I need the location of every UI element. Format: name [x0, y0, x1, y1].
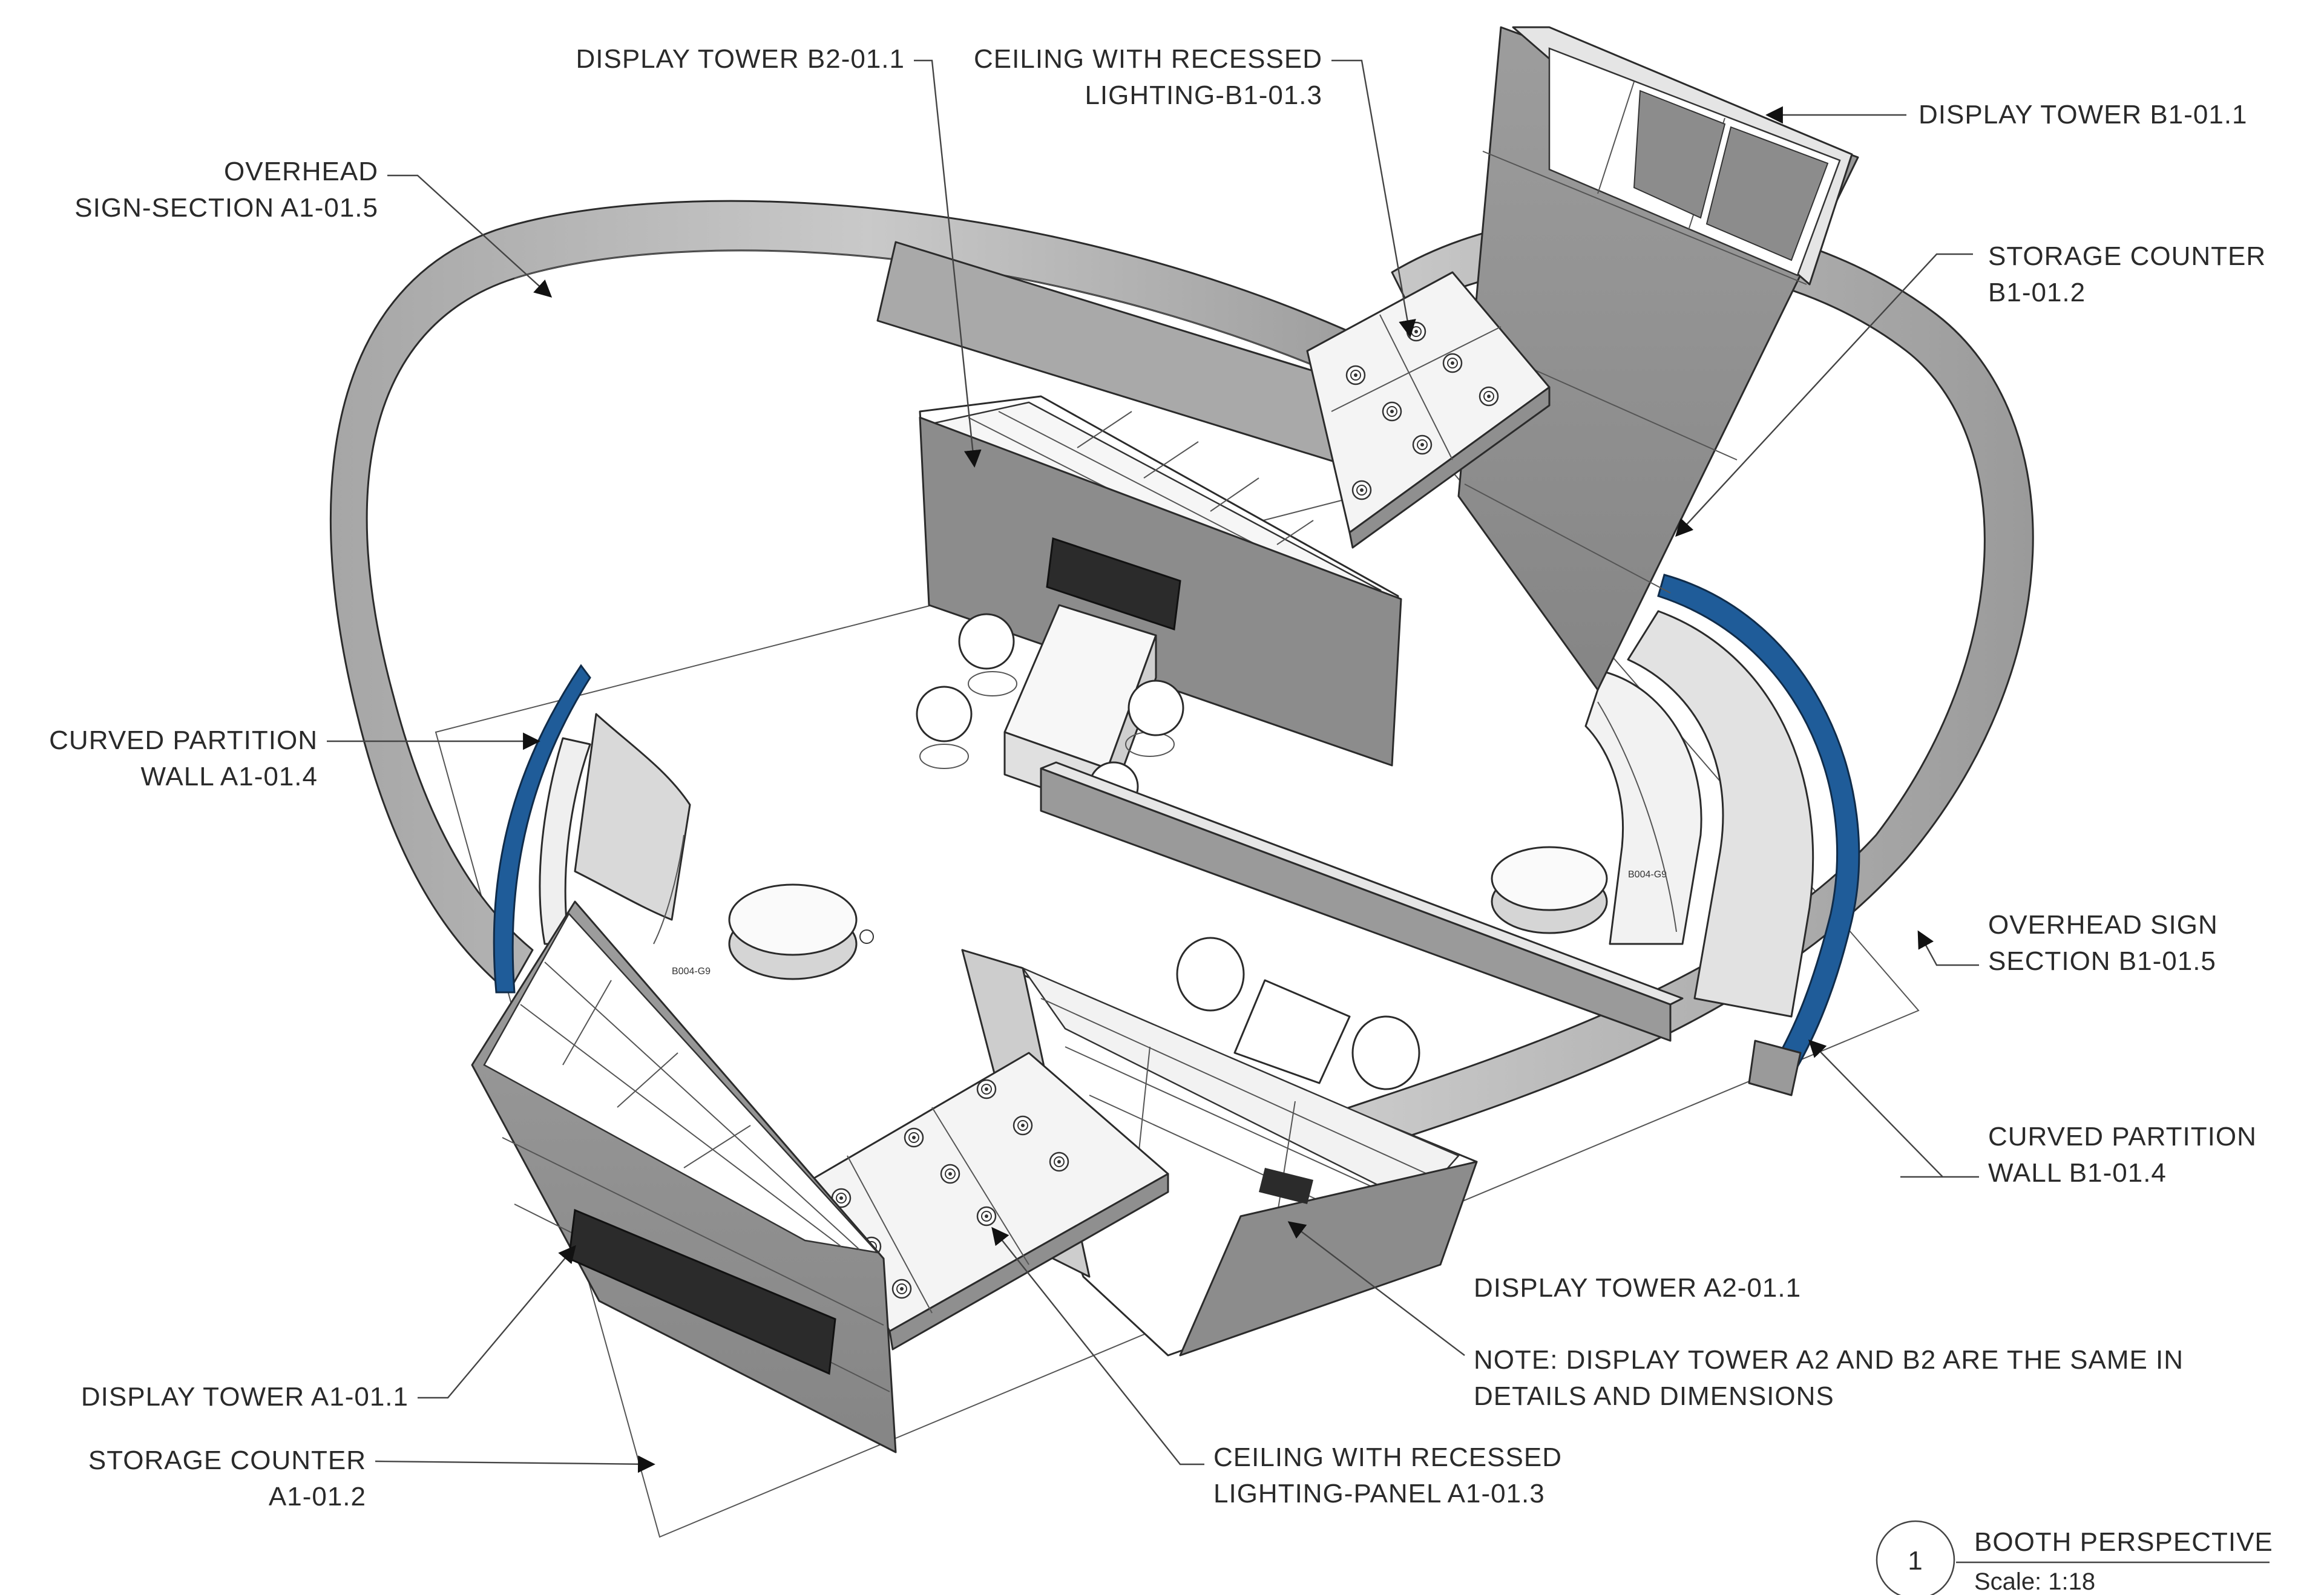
label-overhead-sign-a1-line1: OVERHEAD [224, 157, 378, 186]
label-ceiling-a1-line1: CEILING WITH RECESSED [1213, 1443, 1562, 1472]
leader-lines [327, 59, 1979, 1473]
label-storage-counter-a1-line2: A1-01.2 [269, 1482, 366, 1511]
label-storage-counter-b1-line2: B1-01.2 [1988, 278, 2086, 307]
floor-tag-right: B004-G9 [1628, 870, 1667, 880]
label-display-tower-b2: DISPLAY TOWER B2-01.1 [576, 44, 905, 74]
label-overhead-sign-a1-line2: SIGN-SECTION A1-01.5 [74, 193, 378, 223]
label-curved-partition-b1-line2: WALL B1-01.4 [1988, 1158, 2167, 1188]
label-ceiling-b1-line2: LIGHTING-B1-01.3 [1085, 80, 1322, 110]
label-display-tower-a2: DISPLAY TOWER A2-01.1 [1474, 1273, 1801, 1303]
curved-partition-b1 [1584, 574, 1860, 1096]
label-storage-counter-b1-line1: STORAGE COUNTER [1988, 241, 2266, 271]
floor-tag-left: B004-G9 [672, 966, 711, 977]
drawing-title: BOOTH PERSPECTIVE [1974, 1527, 2273, 1557]
round-table-left [728, 883, 874, 980]
label-curved-partition-b1-line1: CURVED PARTITION [1988, 1122, 2257, 1151]
display-tower-b2 [919, 395, 1402, 767]
round-table-right [1491, 846, 1608, 934]
low-front-wall [1040, 761, 1684, 1042]
label-ceiling-b1-line1: CEILING WITH RECESSED [974, 44, 1322, 74]
display-tower-a1 [471, 900, 897, 1453]
label-curved-partition-a1-line2: WALL A1-01.4 [141, 762, 318, 791]
title-block: 1 BOOTH PERSPECTIVE Scale: 1:18 [1876, 1520, 2273, 1595]
label-display-tower-b1: DISPLAY TOWER B1-01.1 [1919, 100, 2248, 129]
office-chairs [1176, 937, 1420, 1090]
label-note-line2: DETAILS AND DIMENSIONS [1474, 1381, 1834, 1411]
label-curved-partition-a1-line1: CURVED PARTITION [49, 725, 318, 755]
ceiling-panel-b1 [1306, 271, 1551, 549]
title-block-circle [1876, 1520, 1955, 1595]
drawing-number: 1 [1908, 1546, 1923, 1576]
label-storage-counter-a1-line1: STORAGE COUNTER [88, 1446, 366, 1475]
label-note-line1: NOTE: DISPLAY TOWER A2 AND B2 ARE THE SA… [1474, 1345, 2184, 1375]
label-overhead-sign-b1-line2: SECTION B1-01.5 [1988, 946, 2216, 976]
label-display-tower-a1: DISPLAY TOWER A1-01.1 [81, 1382, 409, 1412]
drawing-scale: Scale: 1:18 [1974, 1568, 2095, 1595]
label-overhead-sign-b1-line1: OVERHEAD SIGN [1988, 910, 2218, 940]
callout-labels: DISPLAY TOWER B2-01.1 CEILING WITH RECES… [49, 44, 2266, 1511]
label-ceiling-a1-line2: LIGHTING-PANEL A1-01.3 [1213, 1479, 1545, 1508]
display-tower-b1 [1457, 26, 1859, 691]
